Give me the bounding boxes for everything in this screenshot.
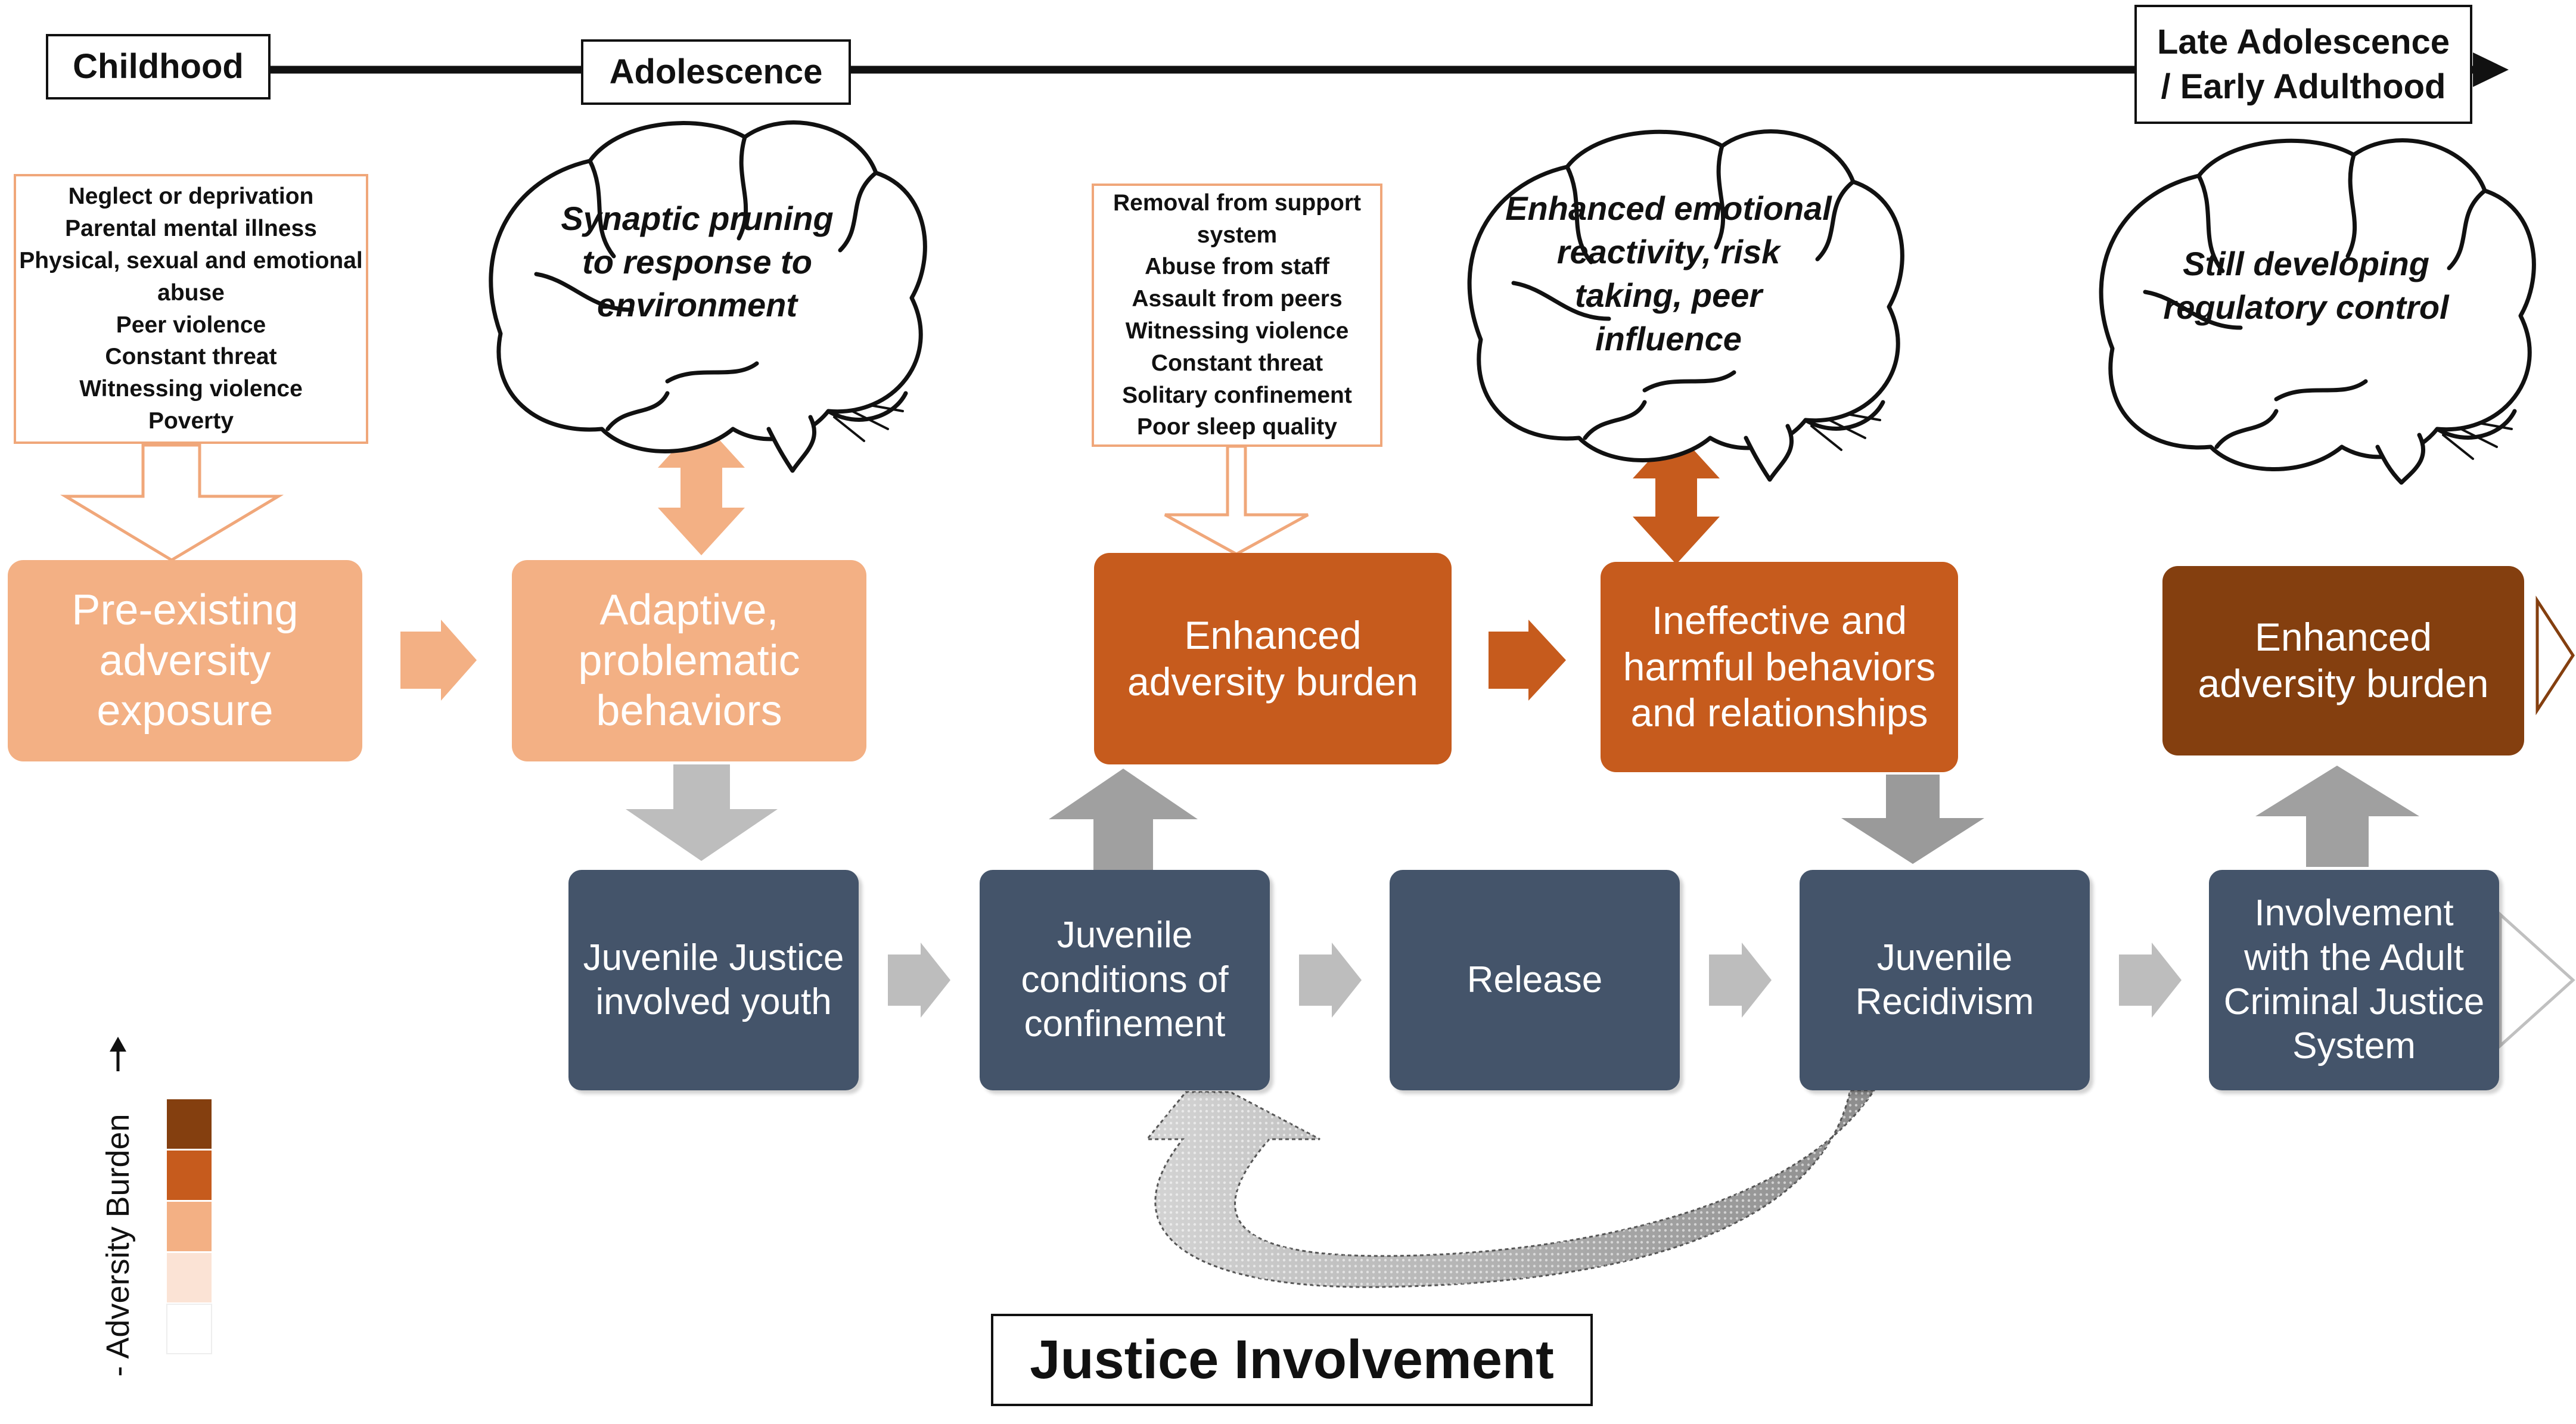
brain-outline-1 <box>489 120 927 473</box>
brain-caption-synaptic-pruning: Synaptic pruning to response to environm… <box>561 199 834 324</box>
brain-outline-3 <box>2099 138 2536 485</box>
brain-caption-emotional-reactivity: Enhanced emotional reactivity, risk taki… <box>1505 189 1832 357</box>
adversity-item: Assault from peers <box>1132 286 1343 312</box>
justice-involvement-label: Justice Involvement <box>991 1314 1593 1406</box>
recidivism-loop-arrow <box>1145 1089 1876 1288</box>
adversity-item: Removal from support system <box>1113 189 1362 248</box>
adversity-item: Witnessing violence <box>1125 318 1349 344</box>
adversity-item: Parental mental illness <box>65 216 317 242</box>
adversity-item: Poor sleep quality <box>1137 414 1337 440</box>
orange-arrow-1 <box>400 620 477 701</box>
stage-childhood: Childhood <box>46 34 271 100</box>
box-enhanced-adversity-burden-adult: Enhanced adversity burden <box>2162 566 2524 755</box>
gray-arrow-right-2 <box>1299 943 1362 1018</box>
adversity-item: Constant threat <box>1151 350 1323 376</box>
box-adult-justice-involvement: Involvement with the Adult Criminal Just… <box>2209 870 2499 1090</box>
box-juvenile-justice-youth: Juvenile Justice involved youth <box>568 870 859 1090</box>
confinement-list-arrow <box>1164 444 1309 556</box>
box-pre-existing-adversity: Pre-existing adversity exposure <box>8 560 362 761</box>
legend-swatch <box>167 1253 212 1302</box>
brain-caption-regulatory-control: Still developing regulatory control <box>2163 245 2449 326</box>
adversity-item: Solitary confinement <box>1122 382 1352 408</box>
box-juvenile-confinement: Juvenile conditions of confinement <box>980 870 1270 1090</box>
box-enhanced-adversity-burden: Enhanced adversity burden <box>1094 553 1452 764</box>
legend-swatches <box>166 1099 212 1354</box>
legend-swatch <box>167 1202 212 1251</box>
stage-late-adolescence: Late Adolescence / Early Adulthood <box>2134 5 2472 124</box>
adversity-item: Physical, sexual and emotional abuse <box>19 247 363 306</box>
brain2-double-arrow <box>1633 431 1720 564</box>
gray-arrow-right-4 <box>2119 943 2182 1018</box>
legend-title: - Adversity Burden <box>100 1114 136 1377</box>
legend-swatch <box>167 1151 212 1200</box>
adversity-item: Peer violence <box>116 312 266 338</box>
childhood-list-arrow <box>60 443 284 562</box>
legend-arrowhead <box>110 1037 126 1052</box>
gray-arrow-up-2 <box>1049 769 1198 870</box>
adversity-item: Constant threat <box>105 344 277 370</box>
adversity-item: Poverty <box>148 408 234 434</box>
legend-swatch <box>167 1099 212 1149</box>
brain-outline-2 <box>1467 129 1904 482</box>
right-edge-orange-outline-arrow <box>2535 595 2575 716</box>
right-edge-gray-outline-arrow <box>2499 911 2575 1049</box>
box-adaptive-behaviors: Adaptive, problematic behaviors <box>512 560 866 761</box>
box-juvenile-recidivism: Juvenile Recidivism <box>1800 870 2090 1090</box>
gray-arrow-right-3 <box>1709 943 1772 1018</box>
stage-adolescence: Adolescence <box>581 39 851 105</box>
adversity-item: Neglect or deprivation <box>68 184 314 210</box>
box-ineffective-behaviors: Ineffective and harmful behaviors and re… <box>1601 562 1958 772</box>
gray-arrow-down-3 <box>1841 775 1984 864</box>
orange-arrow-2 <box>1489 620 1566 701</box>
adversity-item: Witnessing violence <box>79 376 303 402</box>
gray-arrow-up-4 <box>2255 766 2419 867</box>
gray-arrow-right-1 <box>888 943 950 1018</box>
box-release: Release <box>1390 870 1680 1090</box>
timeline-arrowhead <box>2473 52 2509 87</box>
adversity-item: Abuse from staff <box>1145 254 1329 280</box>
gray-arrow-down-1 <box>626 764 778 861</box>
legend-swatch <box>166 1304 212 1354</box>
